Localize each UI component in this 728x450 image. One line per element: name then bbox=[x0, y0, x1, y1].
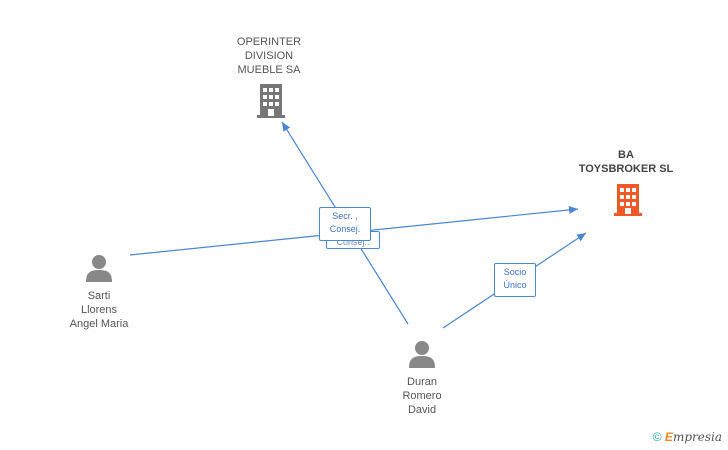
brand-name: mpresia bbox=[672, 430, 722, 444]
building-icon bbox=[614, 184, 642, 216]
company-label-toysbroker[interactable]: BA TOYSBROKER SL bbox=[578, 149, 674, 175]
edge-label-socio-unico: Socio Único bbox=[494, 263, 536, 297]
person-icon bbox=[409, 341, 435, 368]
person-icon bbox=[86, 255, 112, 282]
copyright-symbol: © bbox=[652, 430, 662, 444]
person-label-duran[interactable]: Duran Romero David bbox=[402, 376, 442, 416]
building-icon bbox=[257, 84, 285, 118]
edge-label-secr-consej: Secr. , Consej. bbox=[319, 207, 371, 241]
company-label-operinter[interactable]: OPERINTER DIVISION MUEBLE SA bbox=[236, 36, 302, 76]
brand-initial: E bbox=[664, 430, 673, 444]
person-label-sarti[interactable]: Sarti Llorens Angel Maria bbox=[69, 290, 129, 330]
copyright-brand: © Empresia bbox=[653, 430, 722, 444]
